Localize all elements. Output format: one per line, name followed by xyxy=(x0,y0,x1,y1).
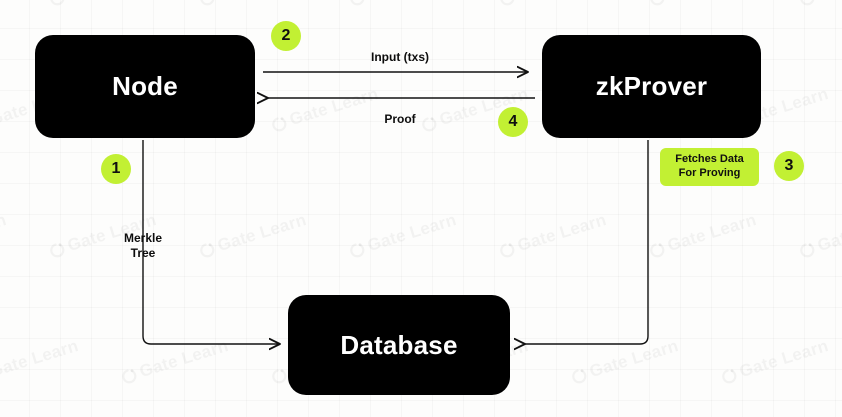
watermark-text: Gate Learn xyxy=(0,336,81,382)
node-label-node: Node xyxy=(112,71,178,101)
gate-logo-icon xyxy=(648,0,667,7)
gate-logo-icon xyxy=(798,0,817,7)
watermark-gate-learn: Gate Learn xyxy=(0,336,81,388)
gate-logo-icon xyxy=(348,0,367,7)
gate-logo-icon xyxy=(48,0,67,7)
watermark-gate-learn: Gate Learn xyxy=(497,0,609,10)
step-badge-4[interactable]: 4 xyxy=(498,107,528,137)
watermark-text: Gate Learn xyxy=(587,336,681,382)
watermark-gate-learn: Gate Learn xyxy=(797,0,842,10)
gate-logo-icon xyxy=(720,366,739,385)
tag-fetches-data-for-proving: Fetches Data For Proving xyxy=(660,148,759,186)
watermark-gate-learn: Gate Learn xyxy=(797,210,842,262)
watermark-text: Gate Learn xyxy=(815,210,842,256)
watermark-text: Gate Learn xyxy=(0,210,9,256)
watermark-text: Gate Learn xyxy=(665,210,759,256)
edge-zkprover-to-database xyxy=(525,140,649,344)
watermark-text: Gate Learn xyxy=(365,210,459,256)
watermark-gate-learn: Gate Learn xyxy=(197,0,309,10)
edge-label-proof: Proof xyxy=(384,112,416,126)
gate-logo-icon xyxy=(48,240,67,259)
watermark-text: Gate Learn xyxy=(0,0,9,4)
watermark-text: Gate Learn xyxy=(215,0,309,4)
gate-logo-icon xyxy=(198,0,217,7)
gate-logo-icon xyxy=(270,114,289,133)
watermark-text: Gate Learn xyxy=(365,0,459,4)
watermark-gate-learn: Gate Learn xyxy=(0,0,9,10)
watermark-text: Gate Learn xyxy=(665,0,759,4)
watermark-text: Gate Learn xyxy=(515,210,609,256)
watermark-gate-learn: Gate Learn xyxy=(0,210,9,262)
watermark-text: Gate Learn xyxy=(65,0,159,4)
node-box-database[interactable]: Database xyxy=(288,295,510,395)
gate-logo-icon xyxy=(348,240,367,259)
gate-logo-icon xyxy=(798,240,817,259)
watermark-text: Gate Learn xyxy=(737,336,831,382)
gate-logo-icon xyxy=(270,366,289,385)
watermark-gate-learn: Gate Learn xyxy=(497,210,609,262)
watermark-gate-learn: Gate Learn xyxy=(719,336,831,388)
edge-label-merkle-tree: Merkle Tree xyxy=(123,231,163,260)
gate-logo-icon xyxy=(570,366,589,385)
watermark-gate-learn: Gate Learn xyxy=(569,336,681,388)
watermark-gate-learn: Gate Learn xyxy=(347,0,459,10)
watermark-gate-learn: Gate Learn xyxy=(47,0,159,10)
watermark-text: Gate Learn xyxy=(215,210,309,256)
watermark-text: Gate Learn xyxy=(137,336,231,382)
watermark-text: Gate Learn xyxy=(515,0,609,4)
gate-logo-icon xyxy=(498,240,517,259)
watermark-gate-learn: Gate Learn xyxy=(119,336,231,388)
watermark-gate-learn: Gate Learn xyxy=(269,84,381,136)
watermark-gate-learn: Gate Learn xyxy=(647,0,759,10)
gate-logo-icon xyxy=(120,366,139,385)
watermark-gate-learn: Gate Learn xyxy=(347,210,459,262)
node-box-node[interactable]: Node xyxy=(35,35,255,138)
step-badge-2[interactable]: 2 xyxy=(271,21,301,51)
gate-logo-icon xyxy=(198,240,217,259)
step-badge-1[interactable]: 1 xyxy=(101,154,131,184)
gate-logo-icon xyxy=(648,240,667,259)
edge-label-input-txs: Input (txs) xyxy=(371,50,429,64)
node-label-database: Database xyxy=(340,329,458,360)
watermark-text: Gate Learn xyxy=(815,0,842,4)
step-badge-3[interactable]: 3 xyxy=(774,151,804,181)
node-box-zkprover[interactable]: zkProver xyxy=(542,35,761,138)
node-label-zkprover: zkProver xyxy=(595,71,708,101)
gate-logo-icon xyxy=(498,0,517,7)
watermark-gate-learn: Gate Learn xyxy=(197,210,309,262)
watermark-gate-learn: Gate Learn xyxy=(647,210,759,262)
